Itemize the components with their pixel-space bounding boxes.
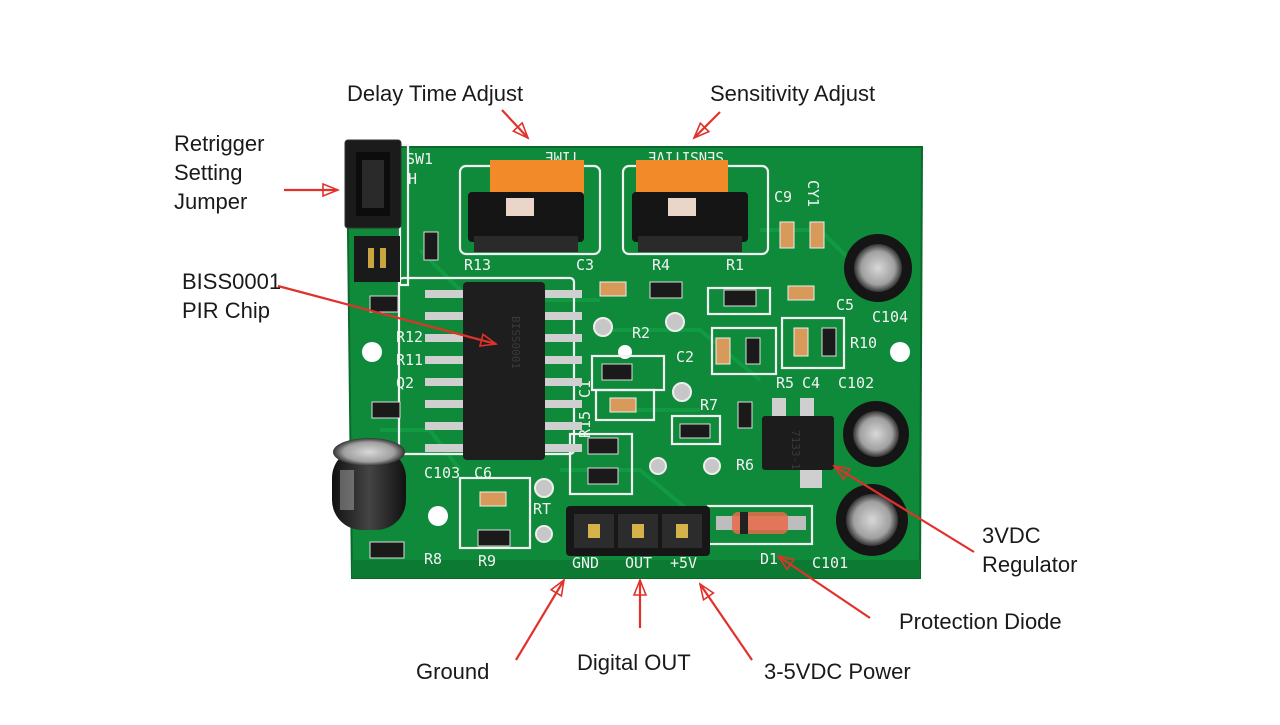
label-ground: Ground [416, 659, 490, 684]
protection-diode [716, 512, 806, 534]
label-retrigger-setting-jumper: Retrigger Setting Jumper [174, 129, 264, 216]
delay-time-potentiometer [468, 160, 584, 252]
silk-c102: C102 [838, 374, 874, 392]
chip-marking: BISS0001 [509, 316, 522, 369]
label-retrigger-line-2: Setting [174, 160, 243, 185]
silk-r12: R12 [396, 328, 423, 346]
arrow-diode [778, 556, 871, 619]
label-protection-diode: Protection Diode [899, 609, 1062, 634]
silk-r4: R4 [652, 256, 670, 274]
silk-c2: C2 [676, 348, 694, 366]
silk-c5: C5 [836, 296, 854, 314]
label-sensitivity-adjust: Sensitivity Adjust [710, 81, 876, 106]
silk-r1: R1 [726, 256, 744, 274]
silk-r11: R11 [396, 351, 423, 369]
arrow-regulator [834, 466, 975, 553]
regulator-component: 7133-1 [762, 398, 834, 488]
retrigger-jumper [344, 139, 402, 282]
silk-r6: R6 [736, 456, 754, 474]
mounting-hole-left-bottom [428, 506, 448, 526]
silk-r13: R13 [464, 256, 491, 274]
silk-c103: C103 [424, 464, 460, 482]
silk-r15: R15 [576, 411, 594, 438]
label-regulator-line-2: Regulator [982, 552, 1078, 577]
mounting-hole-left-top [362, 342, 382, 362]
capacitor-c103 [332, 438, 406, 530]
capacitor-c104 [844, 234, 912, 302]
silk-r8: R8 [424, 550, 442, 568]
silk-c9: C9 [774, 188, 792, 206]
label-retrigger-line-3: Jumper [174, 189, 248, 214]
silk-rt: RT [533, 500, 551, 518]
silk-d1: D1 [760, 550, 778, 568]
arrow-biss [277, 284, 496, 344]
label-regulator-line-1: 3VDC [982, 523, 1041, 548]
label-3-5vdc-power: 3-5VDC Power [764, 659, 911, 684]
header-pins [566, 506, 710, 556]
mounting-hole-right [890, 342, 910, 362]
callout-arrows [277, 109, 975, 661]
silk-out: OUT [625, 554, 652, 572]
label-biss-line-1: BISS0001 [182, 269, 282, 294]
silkscreen-labels: TIME SENSITIVE SW1 H R13 C3 R4 R1 C9 CY1… [396, 148, 908, 572]
sensitivity-potentiometer [632, 160, 748, 252]
biss0001-chip: BISS0001 [425, 282, 582, 460]
silk-q2: Q2 [396, 374, 414, 392]
label-3vdc-regulator: 3VDC Regulator [982, 521, 1077, 579]
arrow-delay-time [501, 109, 528, 138]
silk-c6: C6 [474, 464, 492, 482]
silk-r10: R10 [850, 334, 877, 352]
silk-r5: R5 [776, 374, 794, 392]
silk-sw1: SW1 [406, 150, 433, 168]
silk-gnd: GND [572, 554, 599, 572]
silk-r2: R2 [632, 324, 650, 342]
label-biss-line-2: PIR Chip [182, 298, 271, 323]
silk-r9: R9 [478, 552, 496, 570]
silk-cy1: CY1 [804, 180, 822, 207]
silk-c104: C104 [872, 308, 908, 326]
arrow-sensitivity [694, 111, 721, 138]
silk-c101: C101 [812, 554, 848, 572]
arrow-ground [515, 580, 564, 661]
capacitor-c102 [843, 401, 909, 467]
silk-plus5v: +5V [670, 554, 697, 572]
silk-c3: C3 [576, 256, 594, 274]
arrow-power [700, 584, 753, 661]
silk-h: H [408, 170, 417, 188]
smd-components [369, 221, 837, 559]
capacitor-c101 [836, 484, 908, 556]
silk-c4: C4 [802, 374, 820, 392]
silk-r7: R7 [700, 396, 718, 414]
label-delay-time-adjust: Delay Time Adjust [347, 81, 524, 106]
label-digital-out: Digital OUT [577, 650, 691, 675]
label-retrigger-line-1: Retrigger [174, 131, 265, 156]
label-biss0001-pir-chip: BISS0001 PIR Chip [182, 267, 281, 325]
regulator-marking: 7133-1 [789, 430, 802, 470]
